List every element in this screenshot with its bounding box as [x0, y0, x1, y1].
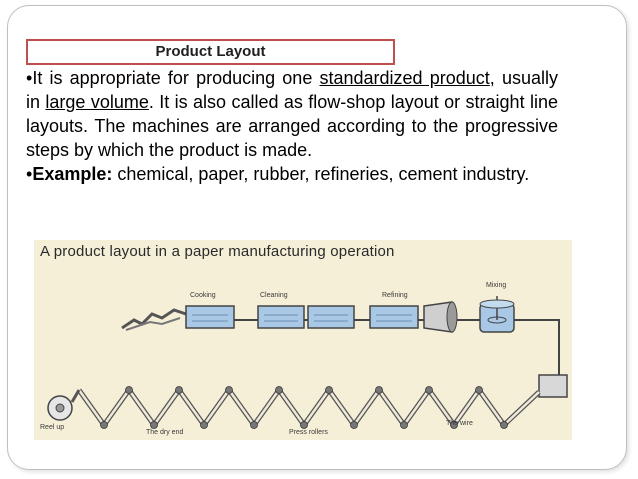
label-press-rollers: Press rollers	[289, 429, 328, 436]
paragraph-definition: •It is appropriate for producing one sta…	[26, 68, 558, 160]
slide-frame	[7, 5, 627, 470]
figure-caption: A product layout in a paper manufacturin…	[40, 243, 395, 260]
process-diagram	[47, 296, 568, 429]
label-wire: The wire	[446, 420, 473, 427]
label-refining: Refining	[382, 292, 408, 299]
headbox-icon	[538, 374, 568, 398]
refining-tank-icon	[369, 305, 419, 329]
underlined-term: large volume	[45, 92, 149, 112]
wood-chips-icon	[121, 308, 187, 331]
label-reel-up: Reel up	[40, 424, 65, 431]
label-cooking: Cooking	[190, 292, 216, 299]
refiner-cone-icon	[423, 301, 458, 333]
example-label: Example:	[32, 164, 113, 184]
label-dry-end: The dry end	[146, 429, 184, 436]
cooking-tank-icon	[185, 305, 235, 329]
paragraph-example: •Example: chemical, paper, rubber, refin…	[26, 164, 530, 184]
cleaning-tank-icon	[257, 305, 355, 329]
bullet: •	[26, 68, 33, 88]
roller-icons	[100, 386, 508, 429]
label-cleaning: Cleaning	[260, 292, 288, 299]
slide-body: •It is appropriate for producing one sta…	[26, 66, 558, 186]
slide-title: Product Layout	[26, 39, 395, 65]
mixing-tank-icon	[479, 296, 515, 333]
bullet: •	[26, 164, 33, 184]
label-mixing: Mixing	[486, 282, 507, 289]
underlined-term: standardized product	[319, 68, 490, 88]
reel-up-icon	[47, 389, 81, 421]
paper-process-figure: A product layout in a paper manufacturin…	[34, 240, 572, 440]
